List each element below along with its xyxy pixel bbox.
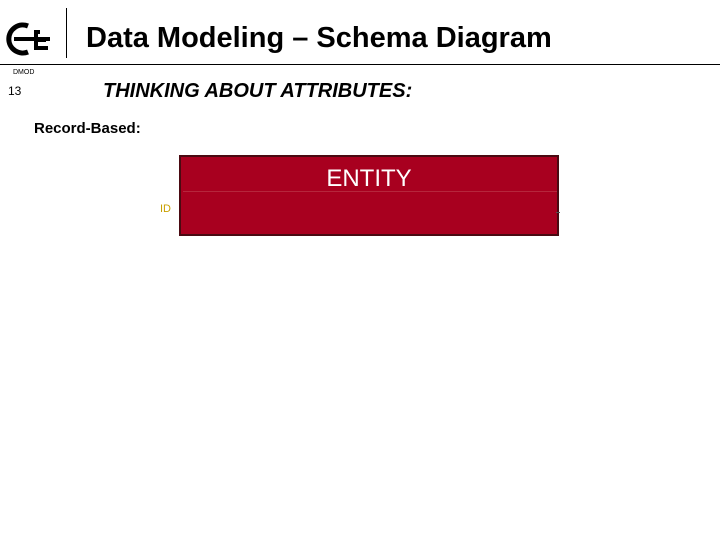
- section-subtitle: THINKING ABOUT ATTRIBUTES:: [103, 80, 413, 102]
- entity-box: ENTITY: [179, 155, 559, 236]
- attribute-tick: [556, 212, 560, 213]
- header-rule: [0, 64, 720, 65]
- attribute-divider-line: [183, 191, 557, 192]
- record-based-label: Record-Based:: [34, 120, 141, 137]
- ce-logo-icon: [6, 22, 50, 56]
- entity-name: ENTITY: [326, 165, 412, 192]
- course-code: DMOD: [13, 69, 35, 76]
- page-title: Data Modeling – Schema Diagram: [86, 22, 552, 54]
- logo-divider: [66, 8, 67, 58]
- page-number: 13: [8, 84, 22, 98]
- attribute-partial-text: ID: [160, 203, 171, 215]
